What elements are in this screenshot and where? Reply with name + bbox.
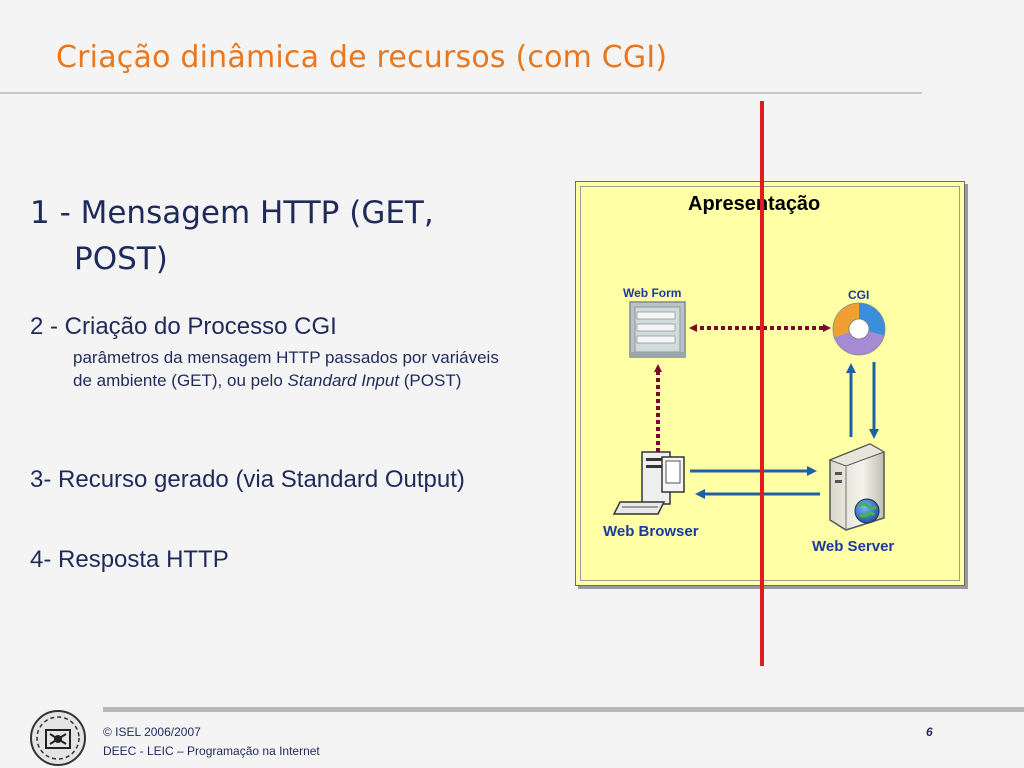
sub-text-2: (POST): [399, 371, 462, 390]
bullet-1-line-2: POST): [74, 241, 168, 277]
footer-divider: [103, 707, 1024, 712]
cgi-label: CGI: [848, 288, 870, 302]
bullet-2-sub: parâmetros da mensagem HTTP passados por…: [73, 346, 513, 392]
web-browser-label: Web Browser: [603, 523, 699, 540]
bullet-2: 2 - Criação do Processo CGI: [30, 313, 337, 340]
slide-title: Criação dinâmica de recursos (com CGI): [56, 40, 668, 75]
bullet-1: 1 - Mensagem HTTP (GET, POST): [30, 190, 500, 282]
sub-text-1: parâmetros da mensagem HTTP passados por…: [73, 348, 499, 390]
footer-copyright: © ISEL 2006/2007: [103, 725, 201, 739]
presentation-divider-line: [760, 101, 764, 666]
diagram-panel: [575, 181, 965, 586]
footer-course: DEEC - LEIC – Programação na Internet: [103, 744, 320, 758]
bullet-3: 3- Recurso gerado (via Standard Output): [30, 466, 465, 493]
web-server-label: Web Server: [812, 538, 895, 555]
panel-inner-border: [580, 186, 960, 581]
web-form-label: Web Form: [623, 286, 682, 300]
panel-title: Apresentação: [688, 193, 821, 215]
bullet-1-line-1: 1 - Mensagem HTTP (GET,: [30, 195, 434, 231]
bullet-4: 4- Resposta HTTP: [30, 546, 229, 573]
page-number: 6: [926, 725, 933, 739]
sub-italic-standard-input: Standard Input: [287, 371, 400, 390]
title-divider: [0, 92, 922, 94]
isel-logo-icon: [30, 710, 86, 766]
